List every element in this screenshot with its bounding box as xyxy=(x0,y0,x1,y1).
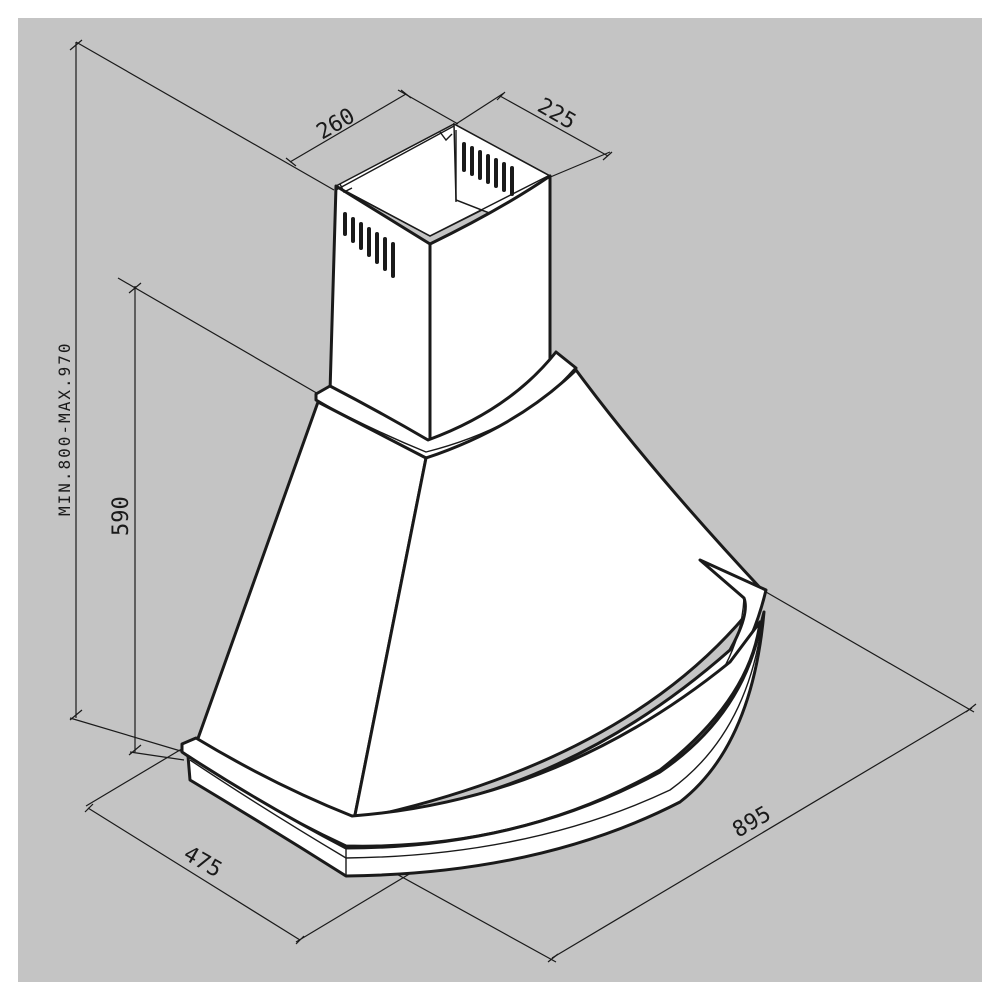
chimney-depth-label: 225 xyxy=(533,94,580,136)
hood-depth-label: 475 xyxy=(179,842,226,884)
chimney-width-label: 260 xyxy=(313,104,360,146)
hood-base xyxy=(180,610,766,878)
chimney-depth-dim-line xyxy=(499,95,609,157)
chimney-width-dim-line xyxy=(289,93,407,163)
right-vent-slots xyxy=(462,142,514,196)
hood-width-dim-line xyxy=(551,707,973,959)
total-height-label: MIN.800-MAX.970 xyxy=(55,342,74,517)
diagram-frame: 260 225 MIN.800-MAX.970 590 475 895 xyxy=(18,18,982,982)
hood-height-label: 590 xyxy=(109,496,134,536)
left-vent-slots xyxy=(343,212,395,278)
range-hood-drawing: 260 225 MIN.800-MAX.970 590 475 895 xyxy=(55,39,977,963)
chimney xyxy=(328,122,552,446)
hood-width-label: 895 xyxy=(729,802,776,844)
hood-right-face xyxy=(352,368,766,822)
hood-depth-dim-line xyxy=(87,807,301,941)
